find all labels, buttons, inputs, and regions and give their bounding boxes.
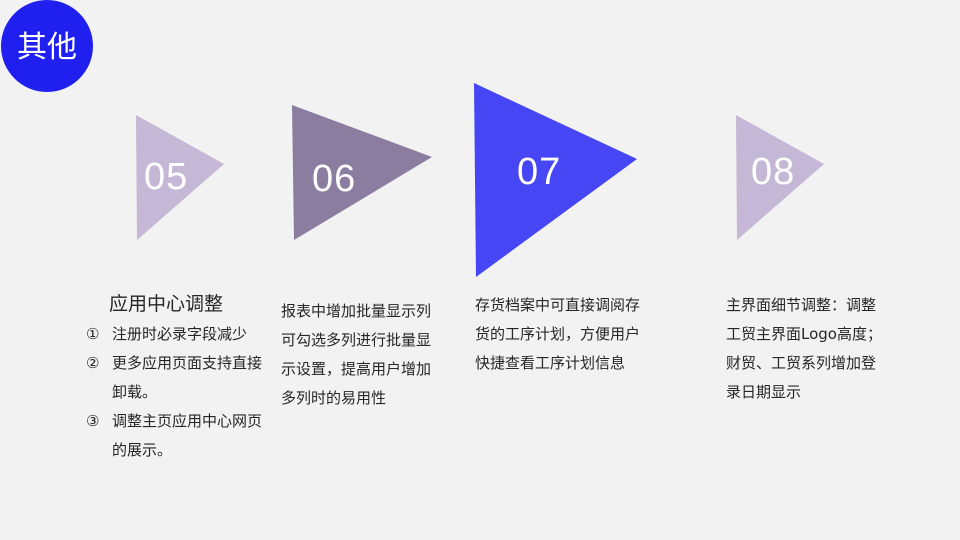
list-marker: ③ [86,412,100,430]
description-line: 货的工序计划，方便用户 [475,325,641,343]
section-badge-label: 其他 [17,30,77,65]
description-line: 示设置，提高用户增加 [281,360,432,378]
list-marker: ① [86,325,100,343]
description-line: 快捷查看工序计划信息 [475,354,626,372]
triangle-step-05-icon [136,115,224,240]
step-number-06: 06 [312,158,357,200]
list-item: ③ 调整主页应用中心网页的展示。 [86,407,276,465]
description-line: 报表中增加批量显示列 [281,302,432,320]
step-number-05: 05 [144,156,189,198]
list-item-text: 注册时必录字段减少 [112,325,248,343]
step-number-07: 07 [517,151,562,193]
section-badge: 其他 [1,0,93,92]
step-07-description: 存货档案中可直接调阅存 货的工序计划，方便用户 快捷查看工序计划信息 [475,291,640,378]
step-08-description: 主界面细节调整：调整 工贸主界面Logo高度； 财贸、工贸系列增加登 录日期显示 [726,291,882,407]
list-item-text: 调整主页应用中心网页的展示。 [112,412,263,459]
step-05-title: 应用中心调整 [109,293,224,315]
list-marker: ② [86,354,100,372]
triangle-step-08-icon [736,115,824,240]
step-06-description: 报表中增加批量显示列 可勾选多列进行批量显 示设置，提高用户增加 多列时的易用性 [281,297,431,413]
description-line: 存货档案中可直接调阅存 [475,296,641,314]
triangle-step-06-icon [292,105,432,240]
triangle-step-07-icon [474,83,637,277]
description-line: 录日期显示 [726,383,802,401]
description-line: 财贸、工贸系列增加登 [726,354,877,372]
list-item: ② 更多应用页面支持直接卸载。 [86,349,276,407]
description-line: 主界面细节调整：调整 [726,296,877,314]
step-05-list: ① 注册时必录字段减少 ② 更多应用页面支持直接卸载。 ③ 调整主页应用中心网页… [86,320,276,465]
list-item: ① 注册时必录字段减少 [86,320,276,349]
description-line: 多列时的易用性 [281,389,387,407]
step-number-08: 08 [751,151,796,193]
description-line: 可勾选多列进行批量显 [281,331,432,349]
description-line: 工贸主界面Logo高度； [726,325,882,343]
list-item-text: 更多应用页面支持直接卸载。 [112,354,263,401]
